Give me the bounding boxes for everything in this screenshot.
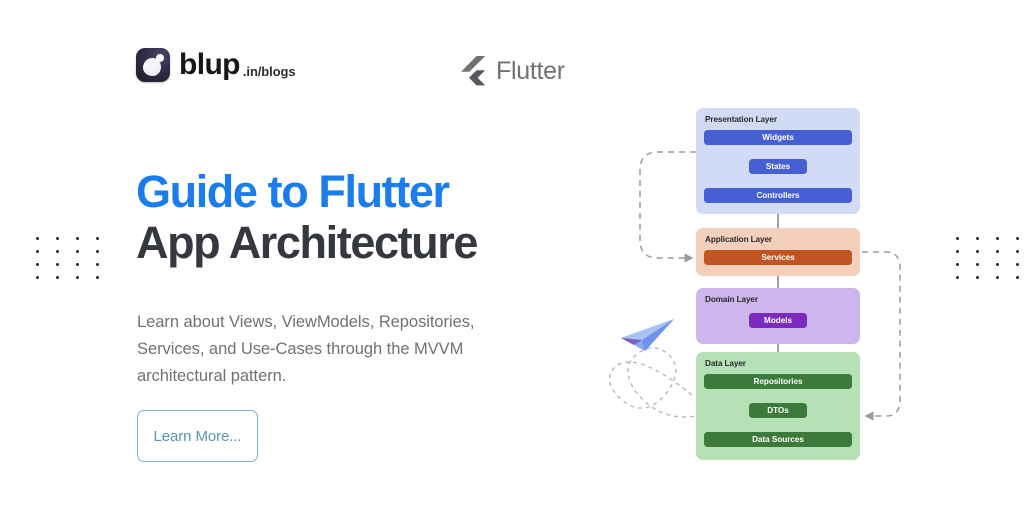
node-widgets: Widgets <box>704 130 852 145</box>
brand-suffix: .in/blogs <box>242 64 296 79</box>
layer-presentation-title: Presentation Layer <box>705 115 777 124</box>
dot-grid-right <box>956 237 1024 279</box>
node-states: States <box>749 159 807 174</box>
blup-app-icon <box>136 48 170 82</box>
brand-name: blup <box>179 48 241 81</box>
node-services: Services <box>704 250 852 265</box>
layer-domain: Domain Layer Models <box>696 288 860 344</box>
layer-application: Application Layer Services <box>696 228 860 276</box>
layer-data: Data Layer Repositories DTOs Data Source… <box>696 352 860 460</box>
dot-grid-left <box>36 237 106 279</box>
page-title: Guide to Flutter App Architecture <box>136 166 566 269</box>
architecture-diagram: Presentation Layer Widgets States Contro… <box>600 100 910 470</box>
brand-logo[interactable]: blup .in/blogs <box>136 48 296 82</box>
flutter-wordmark: Flutter <box>496 56 565 85</box>
hero-description: Learn about Views, ViewModels, Repositor… <box>137 313 475 385</box>
paper-plane-icon <box>621 319 674 351</box>
headline-line-2: App Architecture <box>136 217 478 269</box>
node-repositories: Repositories <box>704 374 852 389</box>
layer-data-title: Data Layer <box>705 359 746 368</box>
blup-icon-blob <box>143 58 161 76</box>
node-dtos: DTOs <box>749 403 807 418</box>
node-models: Models <box>749 313 807 328</box>
node-data-sources: Data Sources <box>704 432 852 447</box>
node-controllers: Controllers <box>704 188 852 203</box>
flutter-logo-icon <box>461 56 486 86</box>
headline-line-1: Guide to Flutter <box>136 166 450 217</box>
learn-more-button[interactable]: Learn More... <box>137 410 258 462</box>
flutter-logo: Flutter <box>461 56 565 86</box>
layer-domain-title: Domain Layer <box>705 295 758 304</box>
blup-icon-dot <box>156 54 164 62</box>
layer-presentation: Presentation Layer Widgets States Contro… <box>696 108 860 214</box>
layer-application-title: Application Layer <box>705 235 772 244</box>
